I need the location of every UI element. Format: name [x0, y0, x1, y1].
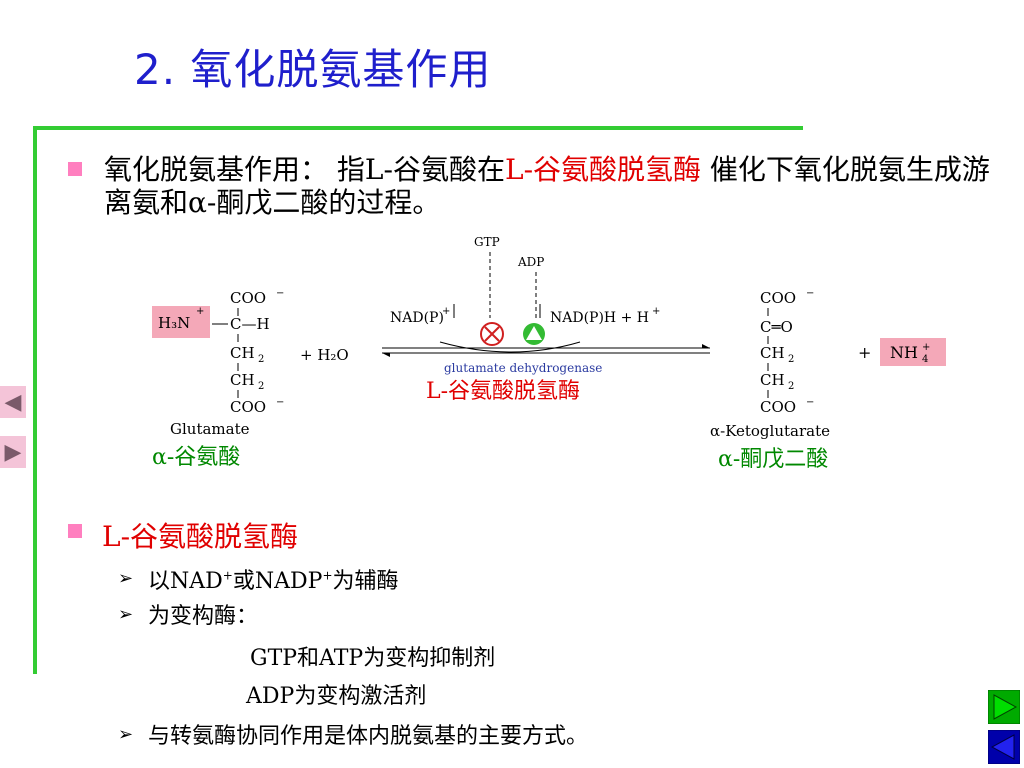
nh4-label: NH — [890, 343, 918, 362]
arrow-bullet-1: ➢ — [118, 568, 134, 589]
glutamate-cn-label: α-谷氨酸 — [152, 445, 240, 470]
svg-text:−: − — [806, 288, 814, 299]
glutamate-ch: C—H — [230, 315, 270, 333]
back-icon — [988, 730, 1020, 764]
section2-item1: 以NAD+或NADP+为辅酶 — [148, 568, 399, 594]
svg-text:−: − — [806, 397, 814, 408]
glutamate-h3n: H₃N — [158, 314, 190, 332]
glutamate-ch2-1: CH — [230, 344, 255, 362]
enzyme-en-label: glutamate dehydrogenase — [444, 361, 602, 375]
plus-sign: + — [858, 343, 871, 362]
arrow-bullet-3: ➢ — [118, 724, 134, 745]
back-button[interactable] — [988, 730, 1020, 764]
svg-text:2: 2 — [258, 354, 264, 365]
definition-enzyme: L-谷氨酸脱氢酶 — [504, 153, 702, 186]
keto-label: α-Ketoglutarate — [710, 422, 830, 440]
section2-item2: 为变构酶： — [148, 604, 259, 629]
definition-suffix: 催化下氧化脱氨生成游离氨和α-酮戊二酸的过程。 — [104, 153, 990, 219]
gtp-label: GTP — [474, 235, 500, 249]
keto-ch2-2: CH — [760, 371, 785, 389]
water-term: + H₂O — [300, 346, 349, 364]
svg-text:+: + — [196, 306, 204, 317]
svg-text:+: + — [442, 306, 450, 317]
svg-text:2: 2 — [788, 354, 794, 365]
prev-slide-button[interactable]: ◀ — [0, 386, 26, 418]
section2-item2-line2: ADP为变构激活剂 — [246, 684, 427, 709]
bullet-square-2 — [68, 524, 82, 538]
nadp-label: NAD(P) — [390, 310, 444, 326]
glutamate-ch2-2: CH — [230, 371, 255, 389]
nh4-highlight — [880, 338, 946, 366]
enzyme-cn-label: L-谷氨酸脱氢酶 — [426, 379, 580, 404]
keto-coo-top: COO — [760, 289, 796, 307]
definition-paragraph: 氧化脱氨基作用： 指L-谷氨酸在L-谷氨酸脱氢酶 催化下氧化脱氨生成游离氨和α-… — [104, 153, 1004, 219]
forward-button[interactable] — [988, 690, 1020, 724]
svg-text:4: 4 — [922, 354, 928, 365]
section2-heading: L-谷氨酸脱氢酶 — [102, 520, 299, 553]
svg-text:+: + — [922, 342, 930, 353]
keto-coo-bottom: COO — [760, 398, 796, 416]
section2-item3: 与转氨酶协同作用是体内脱氨基的主要方式。 — [148, 724, 589, 749]
keto-ch2-1: CH — [760, 344, 785, 362]
definition-prefix: 氧化脱氨基作用： 指L-谷氨酸在 — [104, 153, 505, 186]
nadph-label: NAD(P)H + H — [550, 310, 649, 326]
frame-top-border — [33, 126, 803, 130]
frame-left-border — [33, 126, 37, 674]
h3n-highlight — [152, 306, 210, 338]
bullet-square — [68, 162, 82, 176]
glutamate-label: Glutamate — [170, 420, 250, 438]
next-slide-button[interactable]: ▶ — [0, 436, 26, 468]
svg-text:−: − — [276, 397, 284, 408]
reaction-diagram: H₃N + COO − C—H CH 2 CH 2 COO − Glutamat… — [152, 235, 946, 472]
svg-text:2: 2 — [788, 381, 794, 392]
svg-text:+: + — [652, 306, 660, 317]
glutamate-coo-bottom: COO — [230, 398, 266, 416]
keto-cn-label: α-酮戊二酸 — [718, 447, 828, 472]
forward-icon — [988, 690, 1020, 724]
keto-c-eq-o: C═O — [760, 318, 793, 336]
arrow-bullet-2: ➢ — [118, 604, 134, 625]
adp-label: ADP — [517, 255, 544, 269]
glutamate-coo-top: COO — [230, 289, 266, 307]
section2-item2-line1: GTP和ATP为变构抑制剂 — [250, 646, 496, 671]
page-title: 2. 氧化脱氨基作用 — [134, 45, 492, 94]
svg-text:−: − — [276, 288, 284, 299]
svg-text:2: 2 — [258, 381, 264, 392]
